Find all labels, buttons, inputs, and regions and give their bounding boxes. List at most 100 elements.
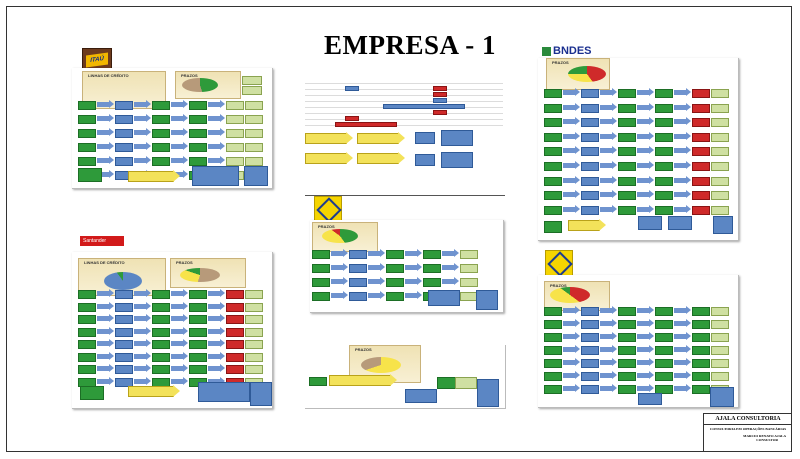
- santander-logo: Santander: [80, 236, 124, 246]
- flow-arrow: [208, 314, 225, 322]
- flow-box: [618, 359, 636, 368]
- flow-box: [226, 101, 244, 110]
- flow-arrow: [442, 249, 459, 257]
- flow-box: [711, 103, 729, 113]
- pie-chart: [180, 268, 220, 282]
- flow-arrow: [600, 345, 617, 353]
- flow-arrow-yellow: [305, 132, 353, 144]
- chart-label: PRAZOS: [318, 224, 335, 229]
- table-row: [305, 78, 503, 84]
- flow-arrow: [674, 102, 691, 111]
- start-box: [544, 221, 562, 233]
- flow-arrow: [674, 146, 691, 155]
- flow-arrow: [563, 306, 580, 314]
- flow-box: [655, 147, 673, 157]
- flow-box: [312, 250, 330, 259]
- flow-arrow: [674, 175, 691, 184]
- flow-box: [226, 129, 244, 138]
- flow-box: [581, 359, 599, 368]
- flow-arrow: [134, 301, 151, 310]
- consultant-name: MARCIO RENATO AJALA: [743, 434, 786, 438]
- flow-box: [189, 290, 207, 299]
- flow-arrow: [134, 142, 151, 150]
- flow-box: [115, 352, 133, 362]
- flow-arrow: [674, 131, 691, 140]
- flow-box: [711, 132, 729, 142]
- flow-arrow: [97, 351, 114, 360]
- flow-box: [115, 157, 133, 166]
- flow-box: [152, 327, 170, 337]
- bb2-panel: PRAZOS: [538, 275, 739, 408]
- flow-box: [544, 333, 562, 342]
- flow-box: [581, 191, 599, 201]
- flow-box: [618, 176, 636, 186]
- flow-box: [711, 346, 729, 355]
- flow-box: [115, 315, 133, 324]
- flow-box: [312, 278, 330, 287]
- flow-box: [618, 205, 636, 215]
- flow-arrow: [134, 326, 151, 335]
- flow-box: [226, 365, 244, 374]
- flow-box: [78, 115, 96, 124]
- flow-box: [226, 157, 244, 166]
- flow-arrow: [600, 371, 617, 379]
- flow-box: [544, 346, 562, 355]
- flow-box: [618, 307, 636, 316]
- flow-arrow: [674, 117, 691, 126]
- flow-box: [189, 352, 207, 362]
- flow-arrow: [600, 384, 617, 392]
- flow-arrow: [563, 175, 580, 184]
- table-bar: [433, 92, 447, 97]
- flow-box: [692, 147, 710, 157]
- flow-arrow: [637, 117, 654, 126]
- flow-box: [544, 307, 562, 316]
- flow-arrow: [563, 146, 580, 155]
- flow-box: [544, 132, 562, 142]
- flow-arrow: [208, 301, 225, 310]
- flow-box: [655, 359, 673, 368]
- flow-arrow: [600, 204, 617, 213]
- flow-arrow: [171, 351, 188, 360]
- flow-box: [386, 264, 404, 273]
- flow-box: [711, 162, 729, 171]
- pie-chart: [361, 357, 401, 373]
- flow-box: [581, 162, 599, 171]
- pie-chart: [550, 287, 590, 303]
- flow-arrow: [600, 161, 617, 169]
- table-row: [305, 84, 503, 90]
- flow-box: [78, 340, 96, 349]
- flow-arrow: [97, 289, 114, 297]
- flow-box: [78, 315, 96, 324]
- flow-arrow: [171, 376, 188, 385]
- chart-label: PRAZOS: [552, 60, 569, 65]
- flow-arrow-yellow: [305, 152, 353, 164]
- flow-box: [655, 162, 673, 171]
- flow-box: [460, 278, 478, 287]
- flow-arrow: [442, 263, 459, 271]
- chart-label: LINHAS DE CRÉDITO: [88, 73, 129, 78]
- flow-arrow: [134, 376, 151, 385]
- flow-box: [581, 103, 599, 113]
- flow-box: [692, 307, 710, 316]
- flow-box: [115, 377, 133, 387]
- flow-box: [655, 191, 673, 201]
- flow-arrow: [134, 114, 151, 122]
- flow-box: [711, 307, 729, 316]
- flow-arrow: [97, 301, 114, 310]
- flow-arrow: [171, 142, 188, 150]
- flow-box: [349, 264, 367, 273]
- flow-box: [544, 372, 562, 381]
- flow-box: [618, 320, 636, 329]
- flow-box: [618, 89, 636, 98]
- flow-box: [711, 147, 729, 157]
- flow-box: [386, 292, 404, 301]
- flow-arrow: [97, 170, 114, 178]
- flow-box: [78, 101, 96, 110]
- result-box: [415, 154, 435, 166]
- flow-arrow: [600, 319, 617, 327]
- flow-box: [692, 372, 710, 381]
- flow-box: [581, 176, 599, 186]
- bb2-logo: [545, 250, 573, 276]
- flow-box: [386, 250, 404, 259]
